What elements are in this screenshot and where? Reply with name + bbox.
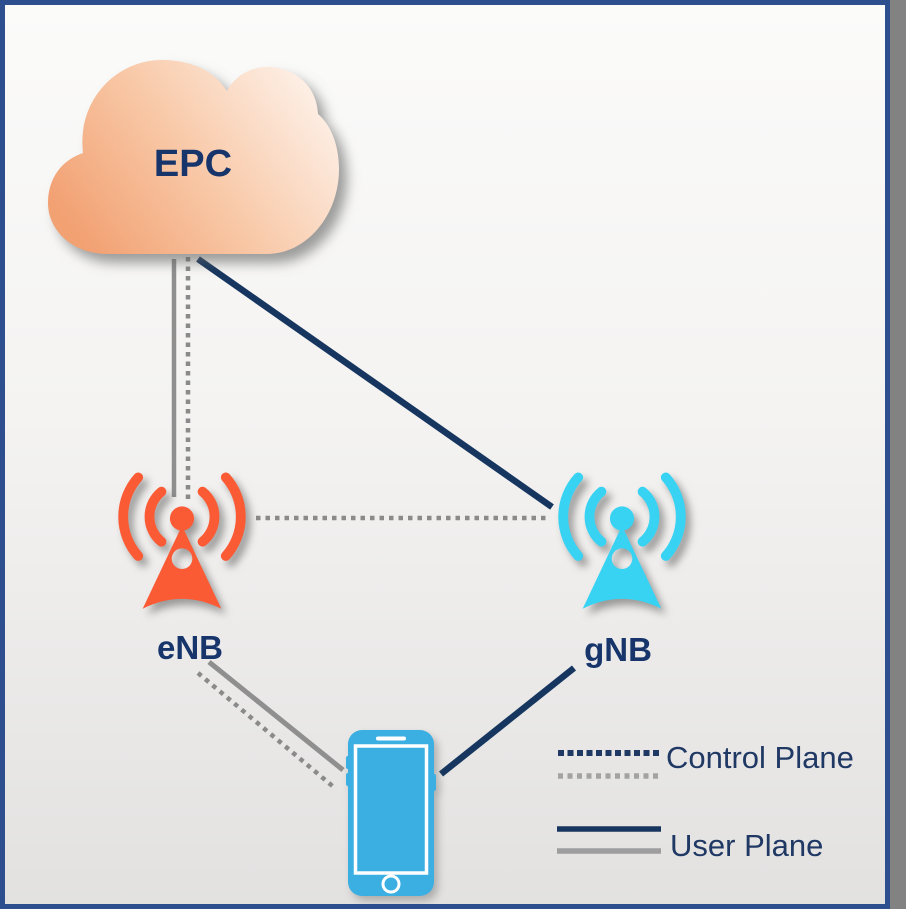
- enb-label: eNB: [156, 629, 224, 666]
- right-gray-strip: [890, 0, 906, 909]
- epc-cloud-icon: [48, 60, 339, 254]
- phone-home-button: [381, 874, 401, 894]
- link-enb-ue-control-plane: [196, 671, 338, 791]
- epc-label: EPC: [153, 143, 233, 185]
- phone-screen: [353, 744, 429, 875]
- link-gnb-ue-user-plane: [438, 665, 577, 777]
- phone-speaker: [376, 736, 406, 741]
- legend-user-plane-label: User Plane: [670, 828, 824, 863]
- gnb-label: gNB: [584, 631, 652, 668]
- link-epc-gnb-user-plane: [196, 256, 554, 510]
- gnb-tower-icon: [546, 472, 698, 615]
- link-enb-ue-user-plane: [207, 660, 345, 772]
- legend-control-plane-label: Control Plane: [666, 740, 854, 775]
- ue-phone-icon: [346, 730, 436, 896]
- enb-tower-icon: [106, 472, 258, 615]
